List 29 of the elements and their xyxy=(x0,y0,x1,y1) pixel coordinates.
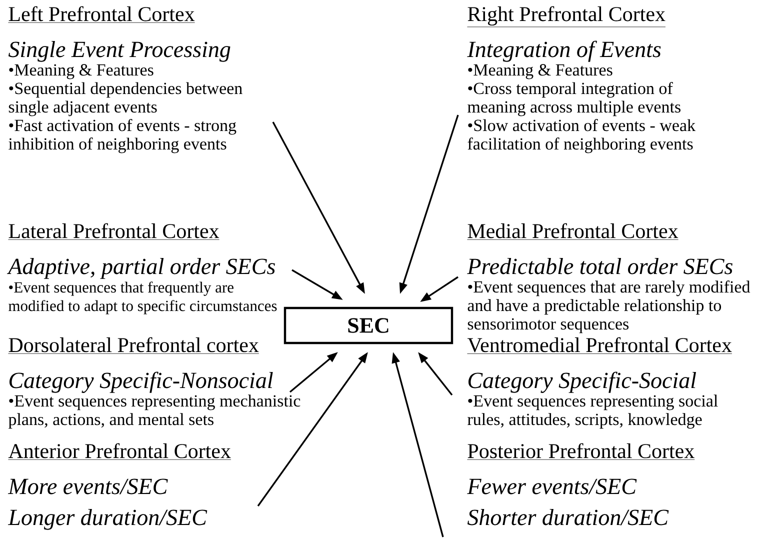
bullet-text: •Cross temporal integration of meaning across multiple events xyxy=(468,82,680,116)
bullet-text: •Event sequences that are rarely modified and have a predictable relationship to sensorimotor sequences xyxy=(468,280,750,334)
heading: Anterior Prefrontal Cortex xyxy=(8,443,232,460)
subtitle: Predictable total order SECs xyxy=(467,258,732,274)
subtitle: Shorter duration/SEC xyxy=(467,509,669,526)
heading: Medial Prefrontal Cortex xyxy=(467,223,678,240)
bullet-text: •Slow activation of events - weak facilitation of neighboring events xyxy=(468,119,696,154)
heading: Posterior Prefrontal Cortex xyxy=(467,443,695,460)
bullet-text: •Event sequences representing social rules, attitudes, scripts, knowledge xyxy=(468,394,718,429)
subtitle: More events/SEC xyxy=(8,478,168,494)
subtitle: Category Specific-Nonsocial xyxy=(10,372,273,393)
heading: Left Prefrontal Cortex xyxy=(8,6,195,23)
heading: Dorsolateral Prefrontal cortex xyxy=(8,337,260,354)
heading: Ventromedial Prefrontal Cortex xyxy=(467,337,732,354)
subtitle: Fewer events/SEC xyxy=(467,478,637,494)
bullet-text: •Event sequences that frequently are modified to adapt to specific circumstances xyxy=(8,282,277,314)
subtitle: Single Event Processing xyxy=(8,41,230,62)
bullet-text: •Meaning & Features xyxy=(9,64,154,80)
subtitle: Integration of Events xyxy=(467,40,661,62)
bullet-text: •Meaning & Features xyxy=(468,64,612,80)
sec-box: SEC xyxy=(284,306,454,344)
subtitle: Longer duration/SEC xyxy=(8,509,208,530)
subtitle: Adaptive, partial order SECs xyxy=(6,258,275,279)
bullet-text: •Event sequences representing mechanistic plans, actions, and mental sets xyxy=(8,394,300,429)
bullet-text: •Fast activation of events - strong inhibition of neighboring events xyxy=(8,119,236,154)
bullet-text: •Sequential dependencies between single adjacent events xyxy=(8,82,242,116)
heading: Lateral Prefrontal Cortex xyxy=(8,223,220,240)
subtitle: Category Specific-Social xyxy=(468,372,696,393)
heading: Right Prefrontal Cortex xyxy=(467,6,666,28)
